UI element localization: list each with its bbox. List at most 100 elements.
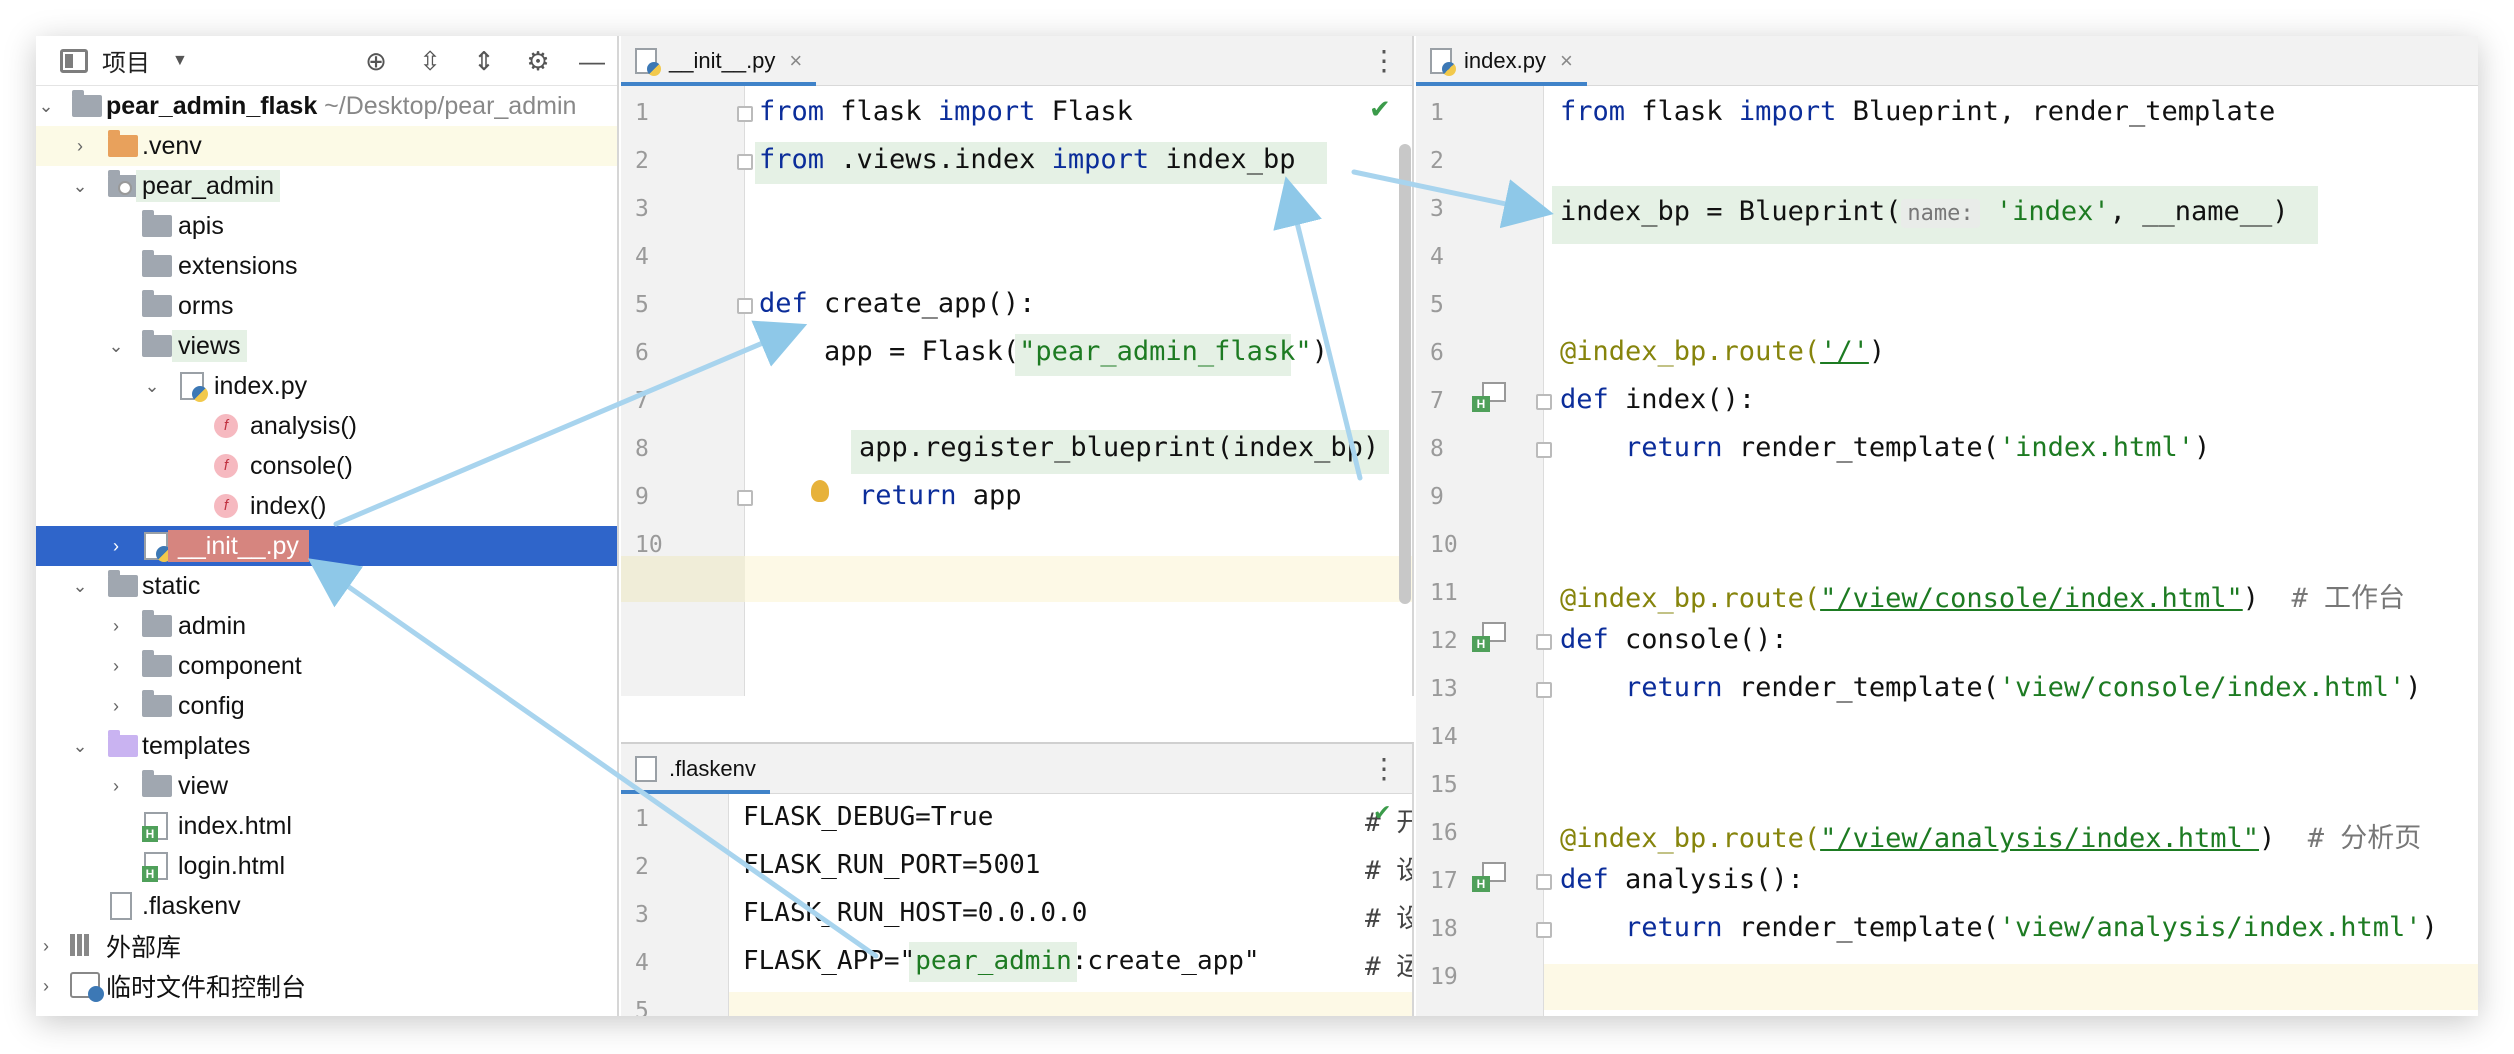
tree-item-analysis[interactable]: f analysis() [36, 406, 617, 446]
route-gutter-icon[interactable] [1472, 382, 1506, 412]
tree-item-label: pear_admin_flask [106, 91, 318, 120]
code-line-18[interactable]: return render_template('view/analysis/in… [1560, 912, 2438, 943]
line-number: 10 [1430, 532, 1458, 558]
function-icon: f [214, 454, 238, 478]
code-line-2[interactable]: from .views.index import index_bp [759, 144, 1296, 175]
chevron-down-icon[interactable]: ⌄ [108, 335, 124, 356]
code-line-13[interactable]: return render_template('view/console/ind… [1560, 672, 2422, 703]
collapse-all-icon[interactable]: ⇕ [473, 45, 495, 76]
line-number: 7 [635, 388, 649, 414]
fold-marker-icon[interactable] [737, 154, 753, 170]
editor-tabbar: .flaskenv ⋮ [621, 744, 1412, 794]
templates-folder-icon [108, 730, 138, 757]
tree-item-extensions[interactable]: extensions [36, 246, 617, 286]
chevron-down-icon[interactable]: ⌄ [72, 175, 88, 196]
code-line-3[interactable]: index_bp = Blueprint(name: 'index', __na… [1560, 196, 2289, 228]
expand-all-icon[interactable]: ⇳ [419, 45, 441, 76]
tree-item-flaskenv[interactable]: .flaskenv [36, 886, 617, 926]
gear-icon[interactable]: ⚙ [526, 45, 550, 76]
fold-marker-icon[interactable] [1536, 682, 1552, 698]
vertical-scrollbar[interactable] [1399, 144, 1411, 604]
fold-marker-icon[interactable] [737, 490, 753, 506]
code-line-7[interactable]: def index(): [1560, 384, 1756, 415]
tree-item-index-py[interactable]: ⌄ index.py [36, 366, 617, 406]
chevron-right-icon[interactable]: › [43, 935, 49, 956]
chevron-down-icon[interactable]: ⌄ [144, 375, 160, 396]
tab-index-py[interactable]: index.py × [1416, 36, 1587, 86]
tab-flaskenv[interactable]: .flaskenv [621, 744, 770, 794]
code-line-6[interactable]: app = Flask("pear_admin_flask") [759, 336, 1328, 367]
chevron-down-icon[interactable]: ⌄ [38, 95, 54, 116]
fold-marker-icon[interactable] [737, 106, 753, 122]
tree-item-view[interactable]: › view [36, 766, 617, 806]
more-icon[interactable]: ⋮ [1370, 45, 1398, 76]
fold-marker-icon[interactable] [1536, 442, 1552, 458]
code-line-8[interactable]: return render_template('index.html') [1560, 432, 2211, 463]
text-file-icon [110, 892, 132, 920]
more-icon[interactable]: ⋮ [1370, 753, 1398, 784]
line-number: 3 [1430, 196, 1444, 222]
chevron-right-icon[interactable]: › [113, 695, 119, 716]
fold-marker-icon[interactable] [1536, 394, 1552, 410]
fold-marker-icon[interactable] [1536, 874, 1552, 890]
line-number: 19 [1430, 964, 1458, 990]
tree-item-init-py[interactable]: › __init__.py [36, 526, 617, 566]
env-line-4[interactable]: FLASK_APP="pear_admin:create_app" [743, 946, 1260, 976]
line-number: 1 [1430, 100, 1444, 126]
tree-item-static[interactable]: ⌄ static [36, 566, 617, 606]
tree-item-orms[interactable]: orms [36, 286, 617, 326]
route-gutter-icon[interactable] [1472, 862, 1506, 892]
env-line-1[interactable]: FLASK_DEBUG=True [743, 802, 994, 832]
env-line-3[interactable]: FLASK_RUN_HOST=0.0.0.0 [743, 898, 1088, 928]
env-line-2[interactable]: FLASK_RUN_PORT=5001 [743, 850, 1041, 880]
chevron-down-icon[interactable]: ⌄ [72, 575, 88, 596]
tree-item-apis[interactable]: apis [36, 206, 617, 246]
hide-panel-icon[interactable]: — [579, 45, 605, 76]
chevron-right-icon[interactable]: › [77, 135, 83, 156]
folder-icon [142, 770, 172, 797]
route-gutter-icon[interactable] [1472, 622, 1506, 652]
project-panel-title[interactable]: 项目 [102, 50, 150, 77]
code-line-11[interactable]: @index_bp.route("/view/console/index.htm… [1560, 583, 2406, 614]
tree-item-external-libraries[interactable]: › 外部库 [36, 926, 617, 966]
chevron-right-icon[interactable]: › [113, 655, 119, 676]
code-line-12[interactable]: def console(): [1560, 624, 1788, 655]
code-line-17[interactable]: def analysis(): [1560, 864, 1804, 895]
code-line-1[interactable]: from flask import Blueprint, render_temp… [1560, 96, 2276, 127]
tree-item-login-html[interactable]: login.html [36, 846, 617, 886]
lightbulb-icon[interactable] [811, 480, 829, 502]
code-line-1[interactable]: from flask import Flask [759, 96, 1133, 127]
tree-item-console[interactable]: f console() [36, 446, 617, 486]
tree-item-index-fn[interactable]: f index() [36, 486, 617, 526]
tree-item-index-html[interactable]: index.html [36, 806, 617, 846]
tab-init-py[interactable]: __init__.py × [621, 36, 817, 86]
tree-item-pear-admin-flask[interactable]: ⌄ pear_admin_flask ~/Desktop/pear_admin [36, 86, 617, 126]
chevron-right-icon[interactable]: › [113, 775, 119, 796]
tree-item-pear-admin[interactable]: ⌄ pear_admin [36, 166, 617, 206]
fold-marker-icon[interactable] [1536, 634, 1552, 650]
tree-item-config[interactable]: › config [36, 686, 617, 726]
code-line-16[interactable]: @index_bp.route("/view/analysis/index.ht… [1560, 823, 2422, 854]
tree-item-views[interactable]: ⌄ views [36, 326, 617, 366]
close-icon[interactable]: × [1559, 48, 1573, 73]
fold-marker-icon[interactable] [737, 298, 753, 314]
chevron-right-icon[interactable]: › [113, 615, 119, 636]
tree-item-label: templates [142, 731, 251, 760]
tree-item-scratches[interactable]: › 临时文件和控制台 [36, 966, 617, 1006]
tree-item-admin[interactable]: › admin [36, 606, 617, 646]
chevron-down-icon[interactable]: ▼ [172, 51, 188, 69]
code-line-6[interactable]: @index_bp.route('/') [1560, 336, 1886, 367]
chevron-down-icon[interactable]: ⌄ [72, 735, 88, 756]
code-line-8[interactable]: app.register_blueprint(index_bp) [859, 432, 1380, 463]
close-icon[interactable]: × [789, 48, 803, 73]
code-line-5[interactable]: def create_app(): [759, 288, 1036, 319]
fold-marker-icon[interactable] [1536, 922, 1552, 938]
code-line-9[interactable]: return app [859, 480, 1022, 511]
tree-item-component[interactable]: › component [36, 646, 617, 686]
tree-item-templates[interactable]: ⌄ templates [36, 726, 617, 766]
tree-item-venv[interactable]: › .venv [36, 126, 617, 166]
chevron-right-icon[interactable]: › [43, 975, 49, 996]
chevron-right-icon[interactable]: › [113, 535, 119, 556]
locate-file-icon[interactable]: ⊕ [365, 45, 387, 76]
tab-label: index.py [1464, 48, 1546, 73]
